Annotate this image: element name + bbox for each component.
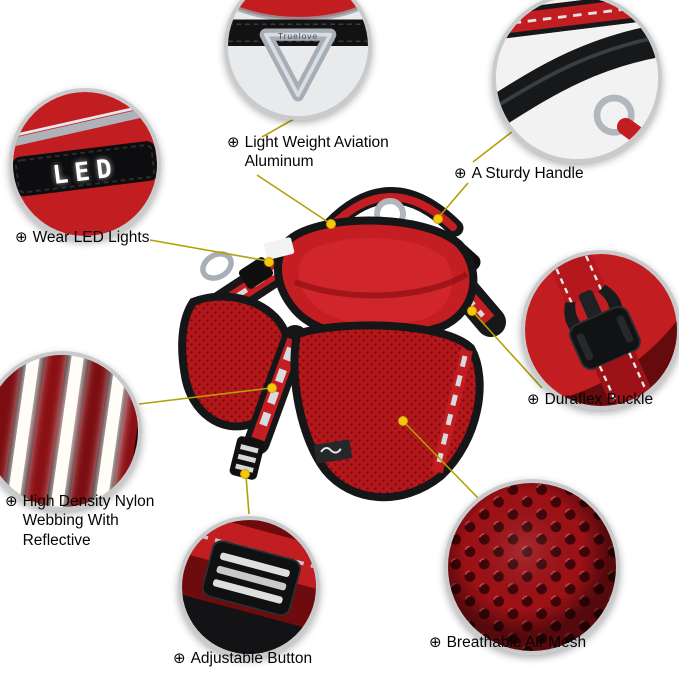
callout-circle-webbing bbox=[0, 351, 142, 511]
callout-label-adjustable: ⊕ Adjustable Button bbox=[173, 649, 312, 668]
callout-label-led: ⊕ Wear LED Lights bbox=[15, 228, 149, 247]
callout-circle-aluminum: Truelove bbox=[224, 0, 372, 120]
callout-circle-mesh bbox=[444, 479, 620, 655]
led-strip-detail: LED LED bbox=[13, 92, 157, 236]
callout-text-buckle: Duraflex Buckle bbox=[544, 391, 654, 408]
brand-engraving: Truelove bbox=[278, 31, 318, 41]
callout-label-aluminum: ⊕ Light Weight Aviation Aluminum bbox=[227, 133, 407, 172]
callout-text-aluminum: Light Weight Aviation Aluminum bbox=[244, 134, 389, 171]
callout-label-mesh: ⊕ Breathable Air Mesh bbox=[429, 633, 586, 652]
plus-icon: ⊕ bbox=[5, 492, 18, 510]
callout-text-handle: A Sturdy Handle bbox=[471, 165, 584, 182]
harness-svg bbox=[178, 187, 506, 502]
plus-icon: ⊕ bbox=[454, 164, 467, 182]
adjustable-button-detail bbox=[182, 520, 316, 654]
callout-label-handle: ⊕ A Sturdy Handle bbox=[454, 164, 584, 183]
callout-circle-handle bbox=[492, 0, 662, 163]
callout-circle-buckle bbox=[521, 250, 679, 410]
reflective-webbing-detail bbox=[0, 355, 138, 507]
callout-label-buckle: ⊕ Duraflex Buckle bbox=[527, 390, 653, 409]
left-d-ring bbox=[200, 251, 234, 281]
plus-icon: ⊕ bbox=[227, 133, 240, 151]
chest-panel bbox=[290, 321, 484, 502]
plus-icon: ⊕ bbox=[15, 228, 28, 246]
connector-line bbox=[472, 130, 514, 163]
bottom-slider bbox=[229, 436, 265, 480]
callout-text-webbing: High Density Nylon Webbing With Reflecti… bbox=[22, 493, 155, 549]
buckle-detail bbox=[525, 254, 677, 406]
callout-circle-led: LED LED bbox=[9, 88, 161, 240]
callout-circle-adjustable bbox=[178, 516, 320, 658]
back-saddle bbox=[264, 216, 478, 342]
callout-text-mesh: Breathable Air Mesh bbox=[446, 634, 587, 651]
handle-detail bbox=[496, 0, 658, 159]
aluminum-ring-detail: Truelove bbox=[228, 0, 368, 116]
callout-text-led: Wear LED Lights bbox=[32, 229, 150, 246]
harness-illustration bbox=[145, 170, 515, 510]
callout-text-adjustable: Adjustable Button bbox=[190, 650, 313, 667]
plus-icon: ⊕ bbox=[173, 649, 186, 667]
back-label-patch bbox=[264, 237, 295, 260]
plus-icon: ⊕ bbox=[527, 390, 540, 408]
metal-ring bbox=[593, 94, 635, 136]
callout-label-webbing: ⊕ High Density Nylon Webbing With Reflec… bbox=[5, 492, 171, 550]
plus-icon: ⊕ bbox=[429, 633, 442, 651]
air-mesh-detail bbox=[448, 483, 616, 651]
